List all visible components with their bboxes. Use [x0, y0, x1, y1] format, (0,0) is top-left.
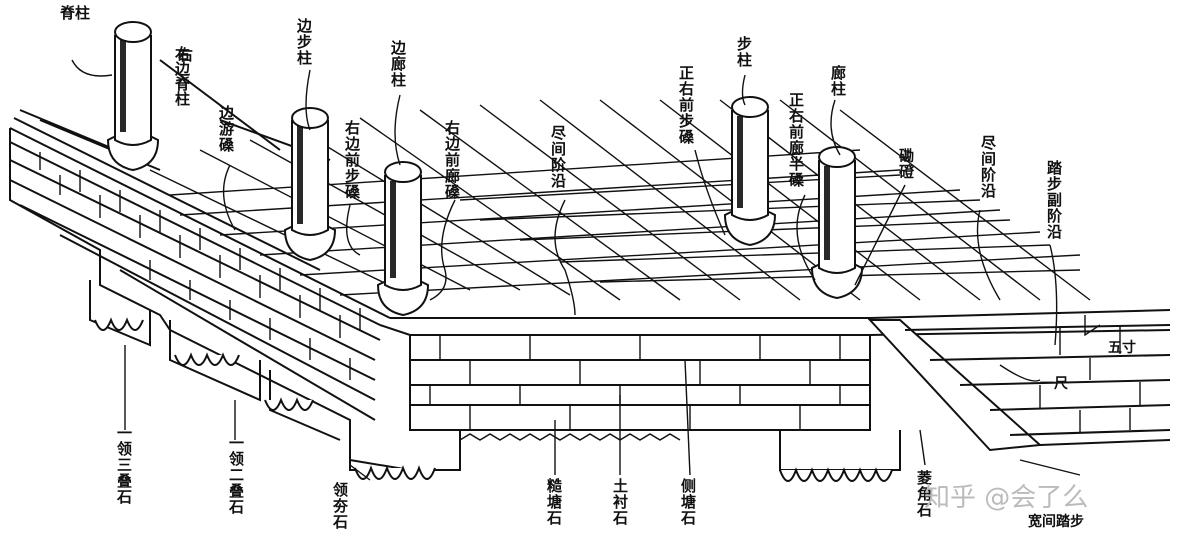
spine-column: [106, 21, 160, 172]
labels: 脊柱 右 右边脊柱 右边脊柱 边步柱 边游磉 右边前步磉 边廊柱 右边前廊磉 尽…: [59, 4, 1136, 530]
label-lang-zhu-box: 廊柱: [830, 65, 847, 97]
watermark-text: 知乎 @会了么: [924, 483, 1088, 513]
label-zheng-you-qian-lang-ban-sang-box: 正右前廊半磉: [788, 92, 805, 188]
label-bian-lang-zhu: 边廊柱: [390, 40, 407, 88]
leader-lines: [71, 59, 1101, 481]
label-jin-jian-jie-yan-2: 尽间阶沿: [980, 135, 997, 199]
label-jin-jian-jie-yan-2-box: 尽间阶沿: [980, 135, 997, 199]
label-bian-you-sang: 边游磉: [218, 105, 235, 153]
label-yi-ling-san-die-shi: 一领三叠石: [116, 425, 133, 505]
label-tu-chen-shi-box: 土衬石: [612, 478, 629, 526]
label-cao-tang-shi-box: 糙塘石: [546, 478, 563, 526]
label-wu-cun: 五寸: [1108, 339, 1136, 356]
label-you-bian-qian-bu-sang: 右边前步磉: [344, 120, 361, 200]
side-step-column: [283, 107, 337, 262]
step-column: [723, 96, 777, 247]
label-bian-bu-zhu-box: 边步柱: [296, 18, 313, 66]
corridor-column: [810, 146, 864, 300]
side-steps: [867, 319, 1171, 452]
label-kuan-jian-ta-bu: 宽间踏步: [1028, 513, 1084, 530]
label-ta-bu-fu-jie-yan: 踏步副阶沿: [1046, 160, 1063, 240]
label-ce-tang-shi: 侧塘石: [680, 478, 697, 526]
side-corridor-column: [376, 161, 430, 317]
label-yi-ling-er-die-shi: 一领二叠石: [228, 435, 245, 515]
label-ce-tang-shi-box: 侧塘石: [680, 478, 697, 526]
label-ling-jiao-shi-box: 菱角石: [916, 470, 933, 518]
label-bian-you-sang-box: 边游磉: [218, 105, 235, 153]
label-ling-kua-shi: 领夯石: [332, 482, 349, 530]
label-yi-chi: 一尺: [1040, 376, 1068, 392]
label-ta-bu-fu-jie-yan-box: 踏步副阶沿: [1046, 160, 1063, 240]
front-wall: [409, 335, 901, 482]
label-bian-bu-zhu: 边步柱: [296, 18, 313, 66]
label-lang-zhu: 廊柱: [830, 65, 847, 97]
label-you-bian-ji-zhu-vertical: 右边脊柱: [173, 46, 191, 106]
watermark: 知乎 @会了么: [924, 483, 1088, 513]
label-yi-ling-san-die-shi-box: 一领三叠石: [116, 425, 133, 505]
label-ji-zhu: 脊柱: [59, 4, 90, 22]
label-zheng-you-qian-bu-sang-box: 正右前步磉: [678, 65, 695, 145]
label-cao-tang-shi: 糙塘石: [546, 478, 563, 526]
label-bian-lang-zhu-box: 边廊柱: [390, 40, 407, 88]
label-gu-deng: 磡磴: [898, 148, 915, 180]
columns: [106, 21, 864, 317]
label-yi-ling-er-die-shi-box: 一领二叠石: [228, 435, 245, 515]
label-you-bian-qian-lang-sang: 右边前廊磉: [444, 120, 461, 200]
label-you-bian-qian-lang-sang-box: 右边前廊磉: [444, 120, 461, 200]
label-you-bian-ji-zhu: 右: [178, 46, 193, 64]
label-gu-deng-box: 磡磴: [898, 148, 915, 180]
label-zheng-you-qian-lang-ban-sang: 正右前廊半磉: [788, 92, 805, 188]
label-bu-zhu-box: 步柱: [736, 36, 753, 68]
left-side-wall: [9, 128, 461, 480]
label-you-bian-ji-zhu-1: 右: [178, 46, 193, 64]
label-tu-chen-shi: 土衬石: [612, 478, 629, 526]
label-ling-kua-shi-box: 领夯石: [332, 482, 349, 530]
label-jin-jian-jie-yan: 尽间阶沿: [550, 125, 567, 189]
label-zheng-you-qian-bu-sang: 正右前步磉: [678, 65, 695, 145]
label-you-bian-qian-bu-sang-box: 右边前步磉: [344, 120, 361, 200]
label-you-bian-ji-zhu-box: 右边脊柱: [173, 46, 191, 106]
label-bu-zhu: 步柱: [736, 36, 753, 68]
label-ling-jiao-shi: 菱角石: [916, 470, 933, 518]
label-jin-jian-jie-yan-box: 尽间阶沿: [550, 125, 567, 189]
